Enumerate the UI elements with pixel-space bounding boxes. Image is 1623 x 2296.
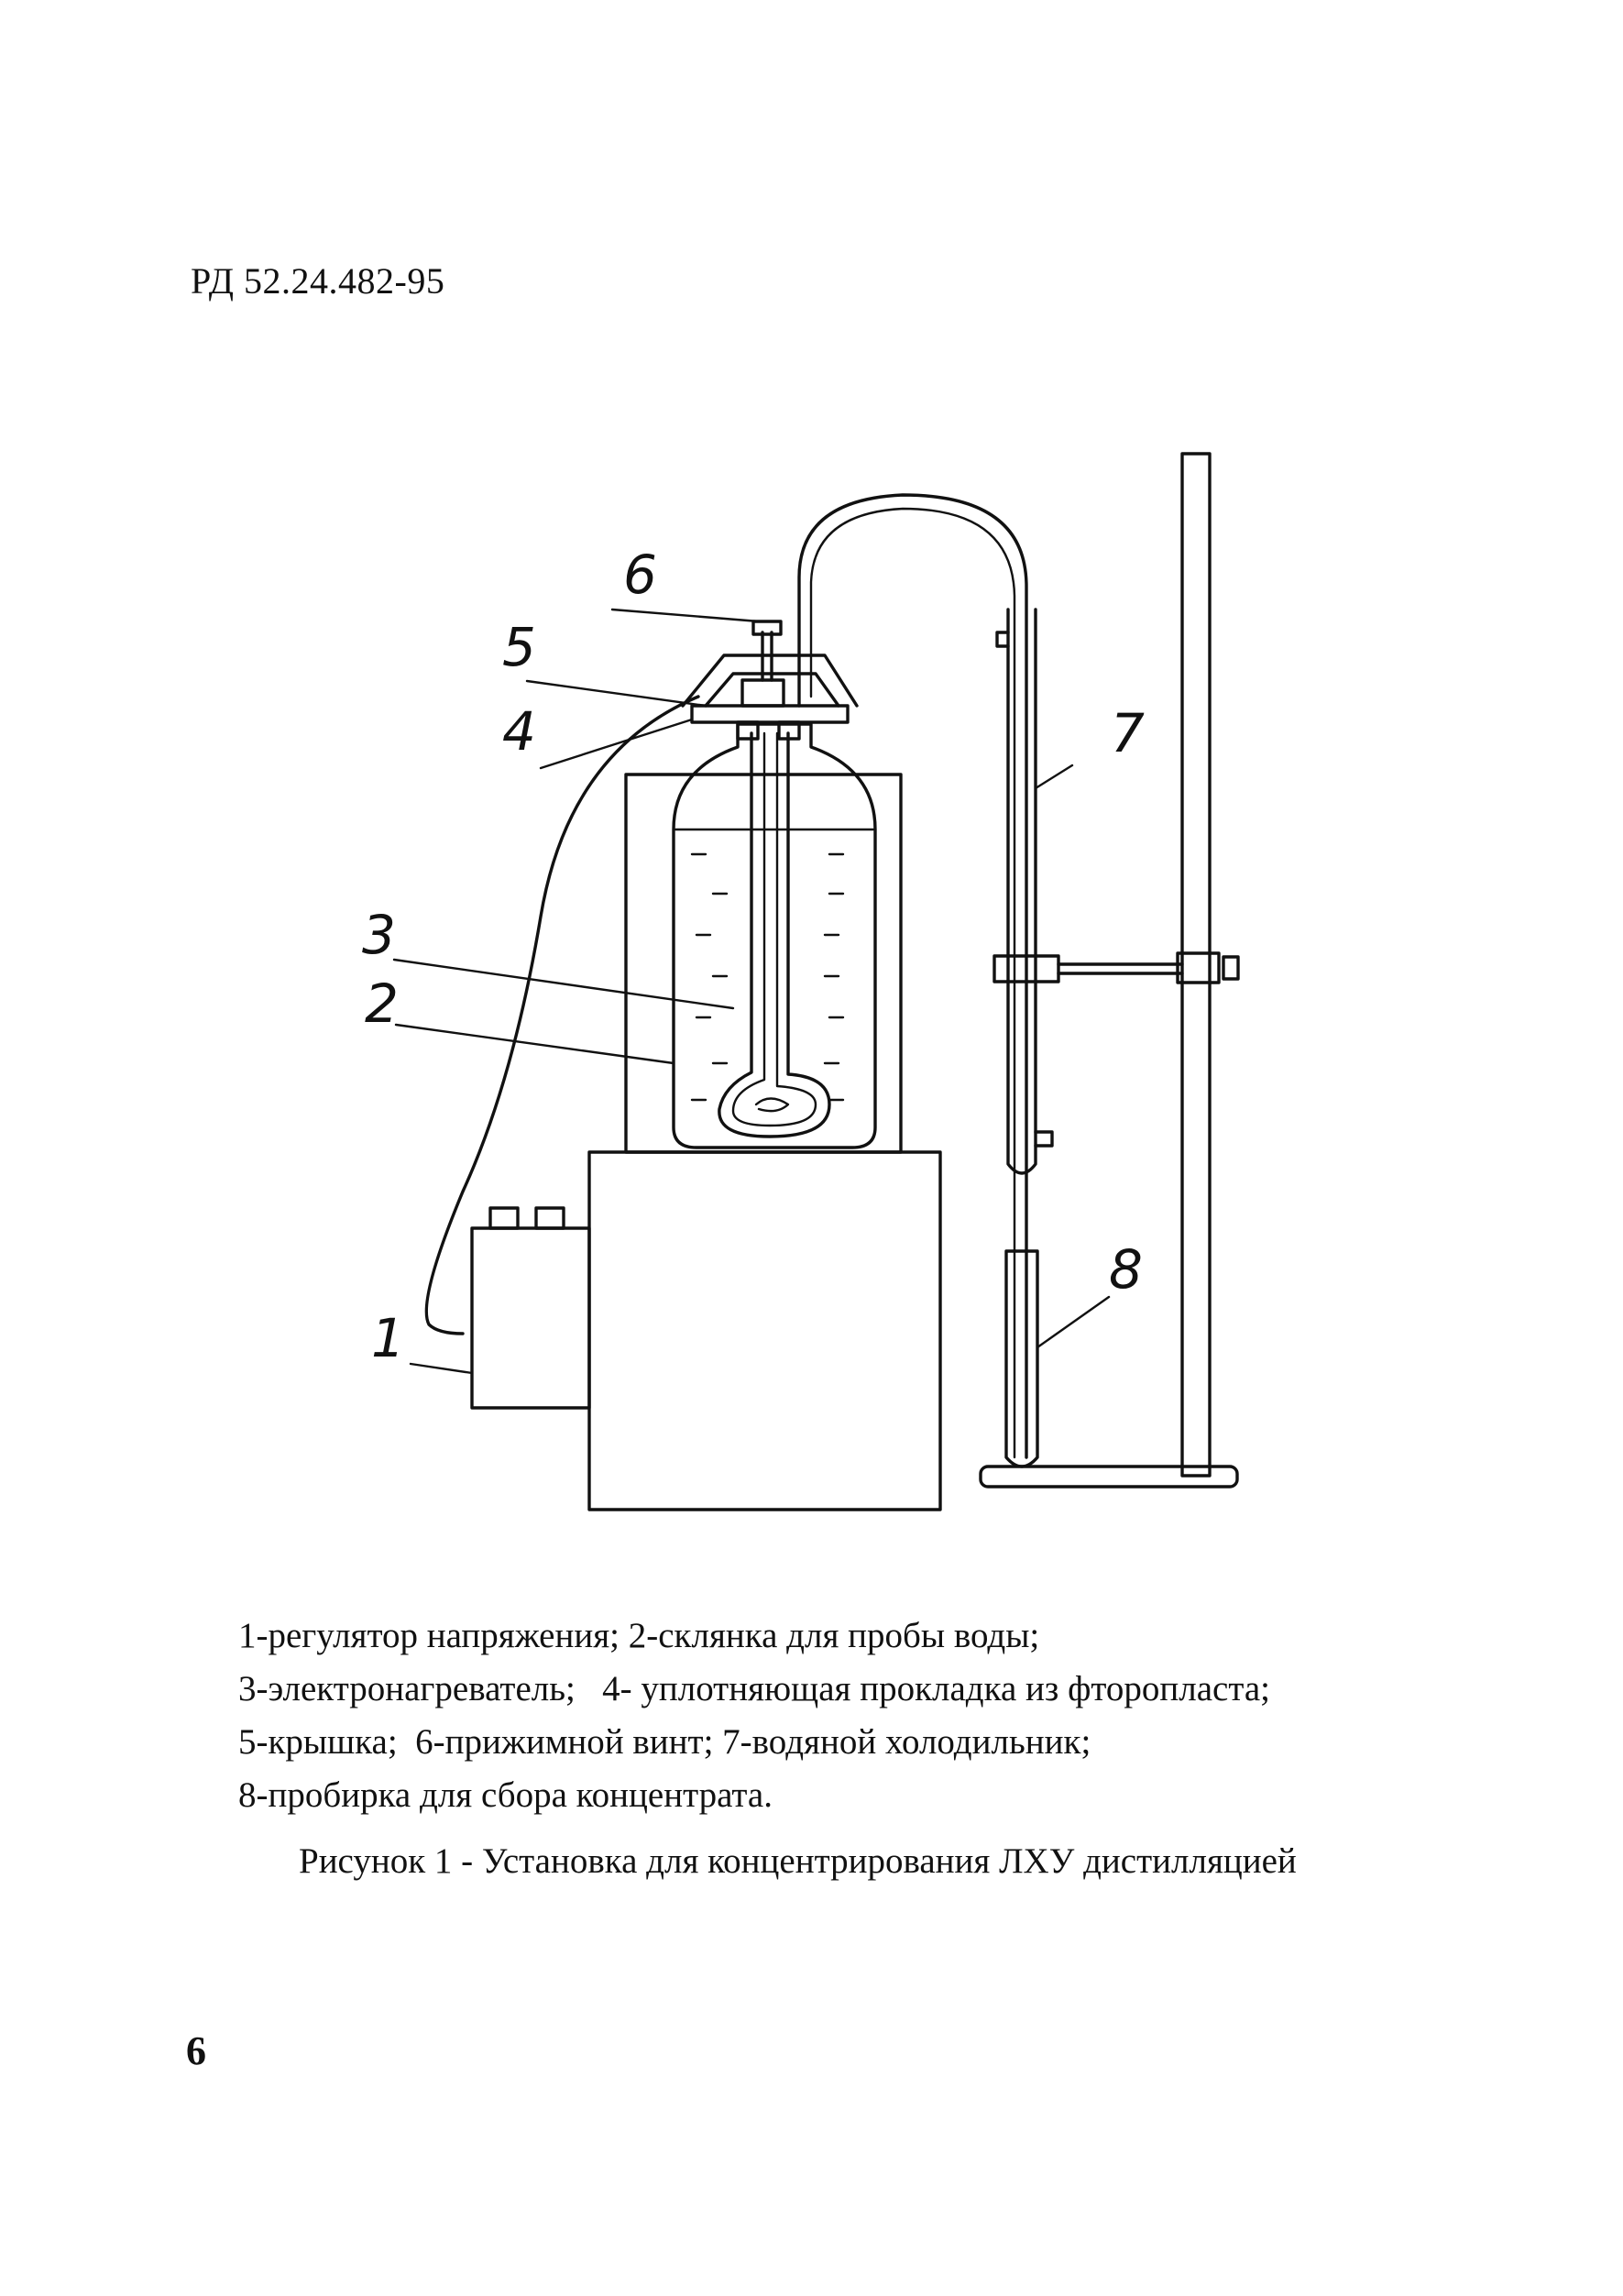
water-dashes [690,852,845,1102]
label-8: 8 [1109,1238,1143,1301]
sample-bottle [672,722,877,1149]
bottle-lid [681,654,859,708]
leader-lines [392,608,1111,1375]
water-condenser [995,608,1054,1175]
label-6: 6 [623,544,657,606]
document-header: РД 52.24.482-95 [191,260,445,302]
page-number: 6 [186,2028,206,2073]
vapour-tube [797,493,1028,1459]
distillation-apparatus-figure: 6 5 4 3 2 1 7 8 [362,452,1240,1511]
legend-line: 8-пробирка для сбора концентрата. [238,1775,773,1815]
legend-line: 3-электронагреватель; 4- уплотняющая про… [238,1669,1270,1708]
heating-stand [587,1150,942,1511]
label-7: 7 [1111,702,1145,764]
collection-test-tube [1004,1249,1039,1468]
label-1: 1 [371,1307,405,1369]
figure-caption: Рисунок 1 - Установка для концентрирован… [299,1841,1297,1881]
electric-heater [718,731,831,1138]
power-cable [424,695,700,1335]
label-4: 4 [502,700,536,763]
ptfe-gasket [690,704,850,724]
voltage-regulator [470,1206,591,1410]
label-5: 5 [502,616,536,678]
support-stand [979,452,1240,1489]
label-2: 2 [365,972,399,1035]
label-3: 3 [362,904,396,966]
legend-line: 5-крышка; 6-прижимной винт; 7-водяной хо… [238,1722,1091,1762]
clamping-screw [751,620,783,682]
legend-line: 1-регулятор напряжения; 2-склянка для пр… [238,1616,1040,1655]
figure-legend: 1-регулятор напряжения; 2-склянка для пр… [238,1609,1270,1822]
